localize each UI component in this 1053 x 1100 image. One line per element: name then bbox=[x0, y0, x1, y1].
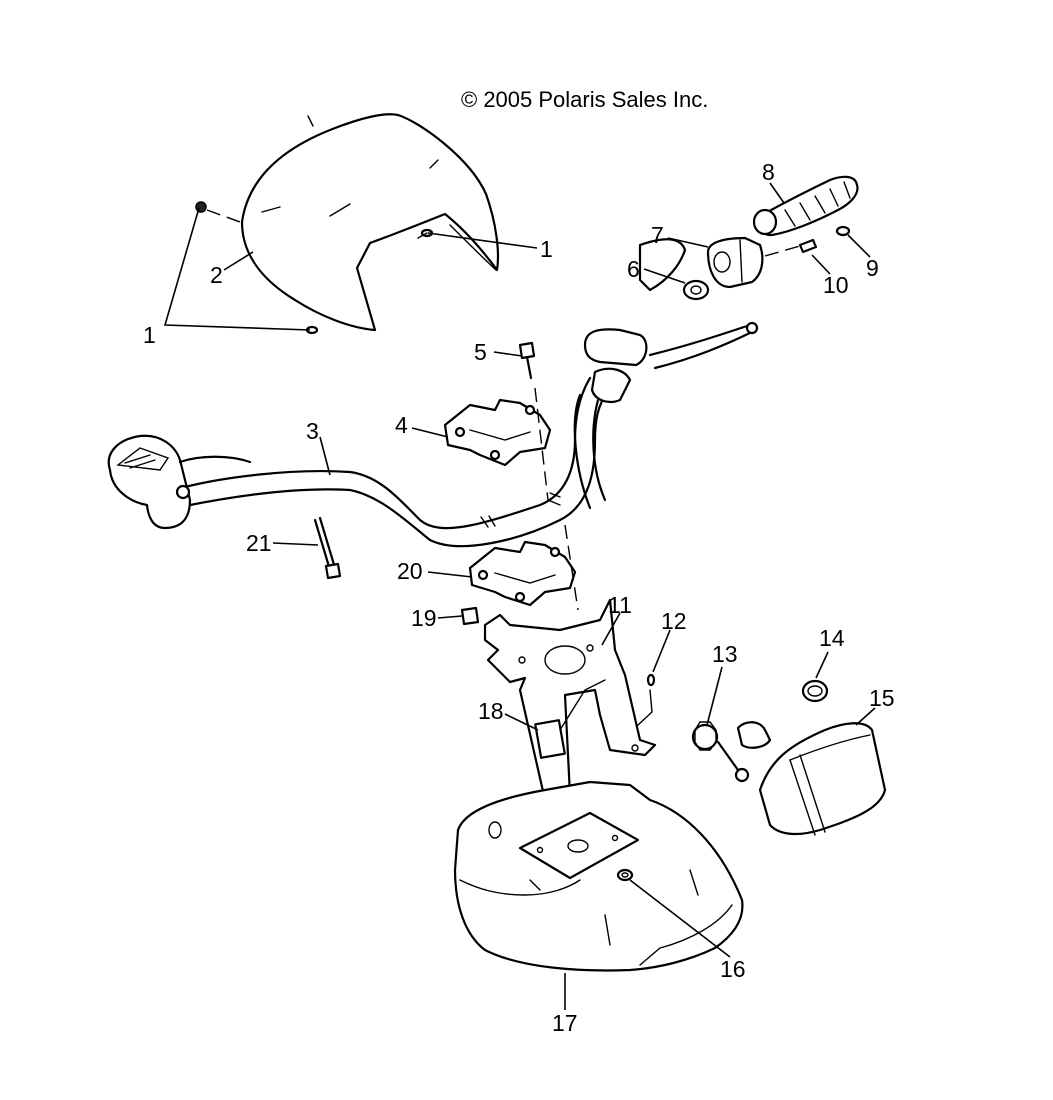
callout-label: 16 bbox=[720, 956, 746, 982]
callout-label: 3 bbox=[306, 418, 319, 444]
leader-lines bbox=[163, 182, 876, 1010]
cowl-mounting-plate bbox=[518, 811, 640, 880]
handlebar-cover bbox=[240, 113, 500, 332]
callout-label: 4 bbox=[395, 412, 408, 438]
callout-label: 10 bbox=[823, 272, 849, 298]
bracket-screw bbox=[637, 673, 656, 726]
callout-label: 15 bbox=[869, 685, 895, 711]
grip-end-screw bbox=[835, 225, 851, 237]
callout-label: 11 bbox=[608, 592, 632, 618]
long-mounting-bolt bbox=[313, 516, 342, 580]
clamp-bolt bbox=[518, 341, 549, 501]
callout-label: 17 bbox=[552, 1010, 578, 1036]
callout-label: 5 bbox=[474, 339, 487, 365]
o-ring bbox=[801, 679, 829, 703]
nut-clip bbox=[460, 606, 480, 626]
upper-handlebar-clamp bbox=[443, 398, 552, 467]
copyright-text: © 2005 Polaris Sales Inc. bbox=[461, 87, 708, 112]
throttle-ring bbox=[682, 279, 710, 301]
handlebar-grip bbox=[752, 175, 859, 237]
callout-label: 20 bbox=[397, 558, 423, 584]
callout-label: 1 bbox=[540, 236, 553, 262]
throttle-screw bbox=[764, 238, 818, 257]
cowl-grommet bbox=[616, 868, 634, 882]
lower-cowl-panel bbox=[453, 780, 744, 972]
callout-label: 9 bbox=[866, 255, 879, 281]
callout-label: 13 bbox=[712, 641, 738, 667]
callout-labels: 1 2 1 3 4 5 6 7 8 9 10 11 12 13 14 15 16… bbox=[143, 159, 895, 1036]
throttle-housing bbox=[706, 236, 764, 289]
callout-label: 21 bbox=[246, 530, 272, 556]
callout-label: 7 bbox=[651, 222, 664, 248]
brake-master-cylinder bbox=[573, 238, 759, 510]
headlight-bulb bbox=[736, 721, 772, 749]
mounting-bracket bbox=[483, 598, 657, 810]
left-switch-housing bbox=[107, 434, 252, 530]
callout-label: 14 bbox=[819, 625, 845, 651]
lower-handlebar-clamp bbox=[468, 524, 579, 611]
headlight-adjuster bbox=[691, 721, 750, 783]
callout-label: 1 bbox=[143, 322, 156, 348]
callout-label: 8 bbox=[762, 159, 775, 185]
headlight-assembly bbox=[758, 722, 887, 836]
callout-label: 6 bbox=[627, 256, 640, 282]
callout-label: 18 bbox=[478, 698, 504, 724]
callout-label: 12 bbox=[661, 608, 687, 634]
callout-label: 2 bbox=[210, 262, 223, 288]
callout-label: 19 bbox=[411, 605, 437, 631]
cover-screw-top bbox=[195, 201, 241, 223]
wire-harness-relay bbox=[534, 679, 606, 759]
